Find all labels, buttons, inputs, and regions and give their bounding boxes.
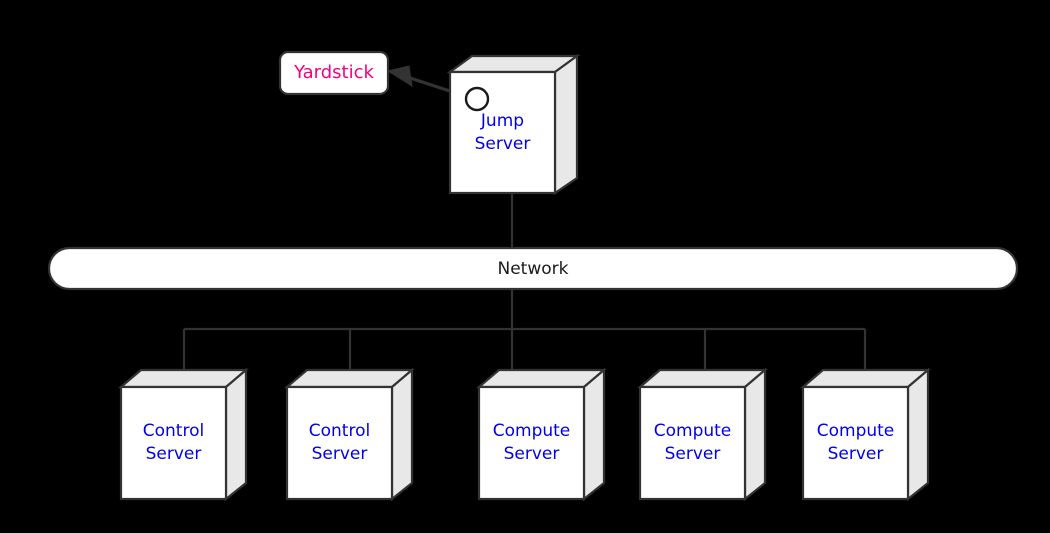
control-server-2-front-face[interactable] bbox=[285, 385, 394, 501]
yardstick-label: Yardstick bbox=[294, 62, 374, 83]
control-server-1-top-face bbox=[118, 368, 249, 389]
jump-server-side-face bbox=[553, 53, 579, 196]
network-bar[interactable] bbox=[47, 246, 1019, 291]
compute-server-3-side-face bbox=[906, 367, 930, 502]
control-server-1-front-face[interactable] bbox=[119, 385, 228, 501]
network-label: Network bbox=[497, 259, 569, 279]
control-server-2-top-face bbox=[284, 368, 415, 389]
compute-server-1-top-face bbox=[476, 368, 607, 389]
control-server-1-side-face bbox=[224, 367, 248, 502]
compute-server-1-side-face bbox=[582, 367, 606, 502]
yardstick-box[interactable] bbox=[278, 50, 390, 96]
compute-server-2-front-face[interactable] bbox=[638, 385, 747, 501]
compute-server-3-top-face bbox=[800, 368, 931, 389]
compute-server-2-top-face bbox=[637, 368, 768, 389]
control-server-2-side-face bbox=[390, 367, 414, 502]
jump-server-front-face[interactable] bbox=[448, 70, 557, 195]
compute-server-3-front-face[interactable] bbox=[801, 385, 910, 501]
yardstick-arrowhead-icon bbox=[386, 65, 413, 87]
compute-server-1-front-face[interactable] bbox=[477, 385, 586, 501]
compute-server-2-side-face bbox=[743, 367, 767, 502]
jump-server-interface-icon bbox=[464, 86, 490, 112]
